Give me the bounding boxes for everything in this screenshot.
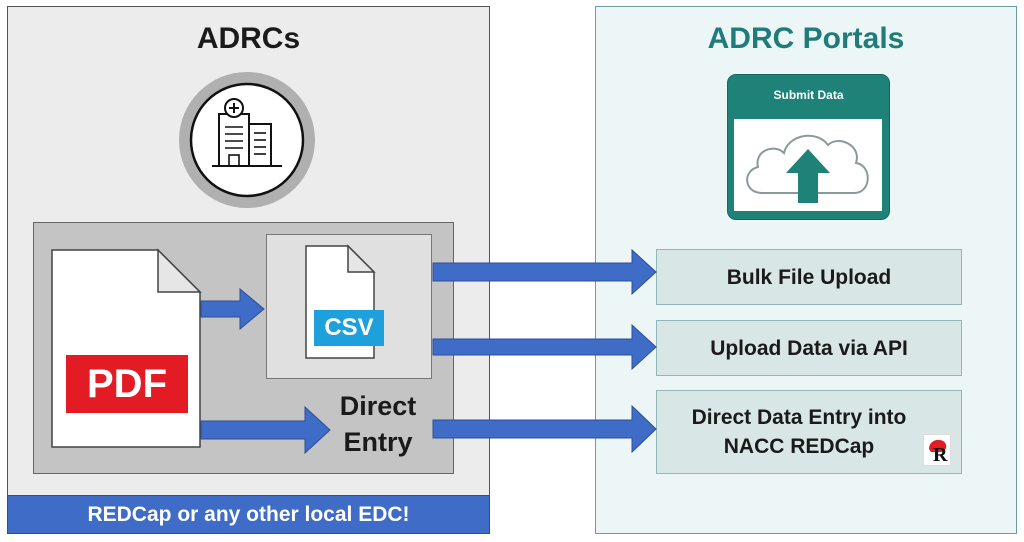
direct-entry-line2: Entry [343,427,413,457]
bulk-file-upload-label: Bulk File Upload [726,265,892,289]
bulk-file-upload-box: Bulk File Upload [656,249,962,305]
submit-data-widget: Submit Data [727,74,890,220]
redcap-logo-icon: R [923,434,951,466]
pdf-label: PDF [87,362,167,406]
cloud-upload-icon [746,134,869,203]
adrc-portals-title: ADRC Portals [707,22,905,55]
direct-data-entry-line2: NACC REDCap [723,435,875,458]
direct-entry-line1: Direct [339,391,417,421]
csv-label: CSV [324,314,374,341]
upload-via-api-box: Upload Data via API [656,320,962,376]
redcap-logo-letter: R [933,444,948,466]
submit-data-body [734,119,882,211]
direct-entry-label: Direct Entry [308,388,448,460]
adrcs-title: ADRCs [196,22,301,55]
upload-via-api-label: Upload Data via API [710,336,908,360]
submit-data-title: Submit Data [773,88,844,102]
direct-data-entry-box: Direct Data Entry into NACC REDCap [656,390,962,474]
csv-box [266,234,432,379]
direct-data-entry-line1: Direct Data Entry into [691,406,907,429]
local-edc-label: REDCap or any other local EDC! [7,495,490,534]
